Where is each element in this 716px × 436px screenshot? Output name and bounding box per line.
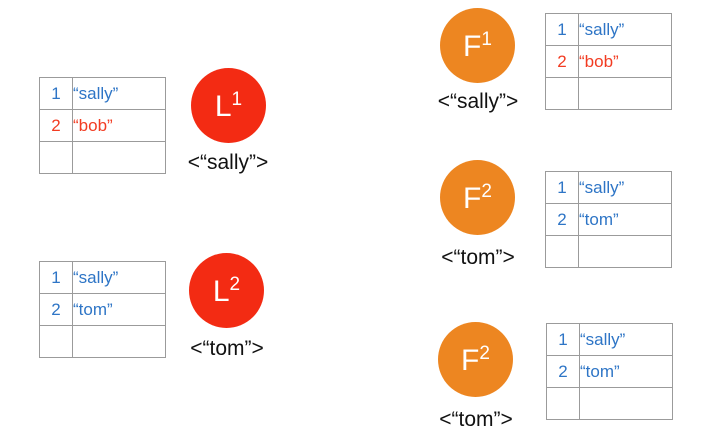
value-table-f1: 1 “sally” 2 “bob” <box>545 13 672 110</box>
node-superscript: 2 <box>229 273 241 295</box>
table-row: 2 “tom” <box>546 355 673 388</box>
node-letter: L2 <box>212 273 241 308</box>
row-value-cell <box>578 235 672 268</box>
row-value-cell <box>72 141 166 174</box>
row-value-cell: “tom” <box>579 355 673 388</box>
row-value-cell <box>72 325 166 358</box>
row-value-cell: “sally” <box>578 171 672 204</box>
row-index-cell: 2 <box>545 203 579 236</box>
value-table-f2-bot: 1 “sally” 2 “tom” <box>546 323 673 420</box>
table-row <box>545 235 672 268</box>
node-circle-f2-bot: F2 <box>438 322 513 397</box>
node-circle-l2: L2 <box>189 253 264 328</box>
row-value-cell <box>579 387 673 420</box>
node-letter: L1 <box>214 88 243 123</box>
row-value-cell: “bob” <box>578 45 672 78</box>
node-label-f2-bot: <“tom”> <box>439 408 513 431</box>
table-row: 1 “sally” <box>546 323 673 356</box>
table-row: 1 “sally” <box>545 171 672 204</box>
node-circle-f2-mid: F2 <box>440 160 515 235</box>
row-value-cell: “sally” <box>579 323 673 356</box>
row-value-cell: “tom” <box>578 203 672 236</box>
row-index-cell <box>39 325 73 358</box>
node-letter: F2 <box>461 342 490 377</box>
row-index-cell: 1 <box>39 77 73 110</box>
row-index-cell <box>546 387 580 420</box>
row-index-cell: 2 <box>545 45 579 78</box>
row-index-cell: 2 <box>39 293 73 326</box>
table-row: 1 “sally” <box>39 77 166 110</box>
row-index-cell: 2 <box>39 109 73 142</box>
value-table-l1: 1 “sally” 2 “bob” <box>39 77 166 174</box>
row-index-cell: 1 <box>545 171 579 204</box>
table-row: 2 “tom” <box>39 293 166 326</box>
table-row: 2 “bob” <box>39 109 166 142</box>
node-circle-f1: F1 <box>440 8 515 83</box>
row-index-cell: 2 <box>546 355 580 388</box>
table-row <box>39 325 166 358</box>
table-row: 2 “tom” <box>545 203 672 236</box>
value-table-l2: 1 “sally” 2 “tom” <box>39 261 166 358</box>
node-label-f1: <“sally”> <box>437 90 519 113</box>
node-letter: F2 <box>463 180 492 215</box>
table-row <box>546 387 673 420</box>
row-index-cell <box>39 141 73 174</box>
table-row: 1 “sally” <box>39 261 166 294</box>
row-value-cell: “tom” <box>72 293 166 326</box>
row-index-cell: 1 <box>545 13 579 46</box>
node-label-l1: <“sally”> <box>187 151 269 174</box>
node-letter: F1 <box>463 28 492 63</box>
row-index-cell <box>545 77 579 110</box>
row-value-cell: “sally” <box>72 77 166 110</box>
row-index-cell <box>545 235 579 268</box>
table-row: 1 “sally” <box>545 13 672 46</box>
row-value-cell: “sally” <box>578 13 672 46</box>
node-superscript: 2 <box>481 180 492 202</box>
row-value-cell: “bob” <box>72 109 166 142</box>
row-index-cell: 1 <box>39 261 73 294</box>
node-superscript: 1 <box>481 28 492 50</box>
row-value-cell: “sally” <box>72 261 166 294</box>
table-row <box>39 141 166 174</box>
node-label-f2-mid: <“tom”> <box>441 246 515 269</box>
table-row <box>545 77 672 110</box>
node-superscript: 1 <box>231 88 243 110</box>
node-superscript: 2 <box>479 342 490 364</box>
row-value-cell <box>578 77 672 110</box>
value-table-f2-mid: 1 “sally” 2 “tom” <box>545 171 672 268</box>
table-row: 2 “bob” <box>545 45 672 78</box>
row-index-cell: 1 <box>546 323 580 356</box>
node-circle-l1: L1 <box>191 68 266 143</box>
node-label-l2: <“tom”> <box>190 337 264 360</box>
